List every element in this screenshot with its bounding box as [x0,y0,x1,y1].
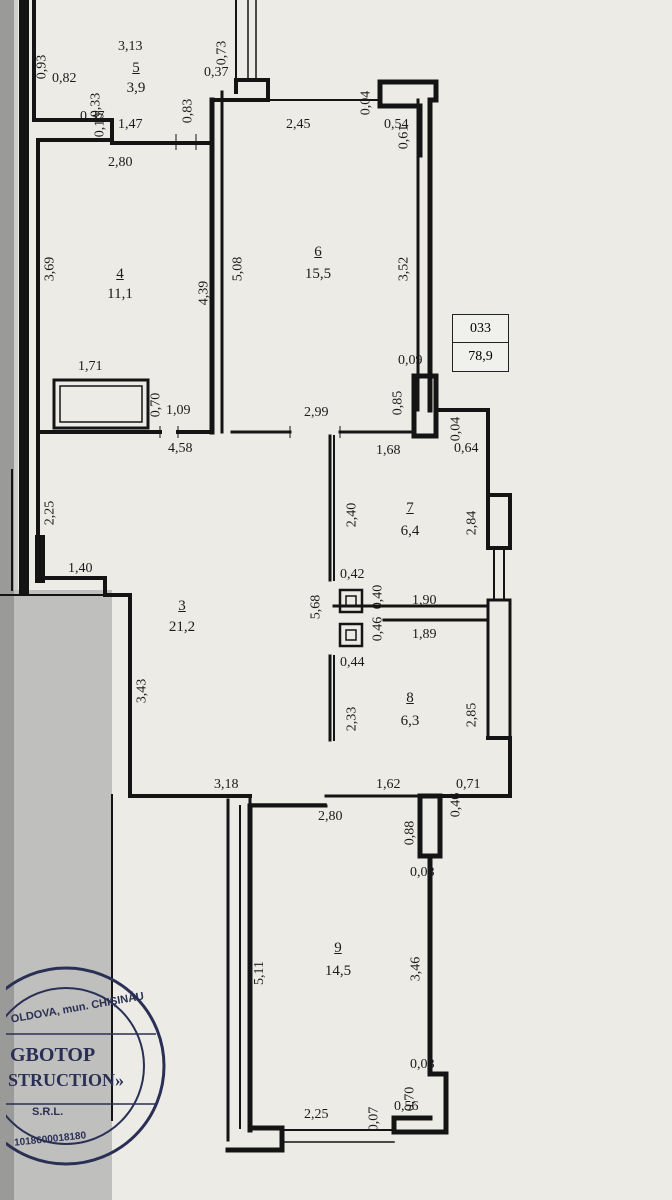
dim-label: 0,64 [454,441,479,456]
dim-label: 3,43 [134,678,150,704]
room-5-area: 3,9 [126,80,146,96]
dim-label: 0,40 [370,584,386,610]
dim-label: 0,82 [52,71,77,86]
dim-label: 2,25 [42,500,58,526]
room-3-number: 3 [178,598,186,614]
room-6-area: 15,5 [304,266,332,282]
dim-label: 0,08 [410,865,435,880]
plan-total-area: 78,9 [468,349,493,364]
dim-label: 0,56 [394,1099,419,1114]
dim-label: 0,70 [148,392,164,418]
dim-label: 2,80 [318,809,343,824]
dim-label: 2,40 [344,502,360,528]
dim-label: 3,18 [214,777,239,792]
dim-label: 1,89 [412,627,437,642]
dim-label: 0,42 [340,567,365,582]
room-7-area: 6,4 [400,523,420,539]
dim-label: 0,73 [214,40,230,66]
dim-label: 0,46 [448,792,464,818]
dim-label: 0,09 [398,353,423,368]
dim-label: 0,10 [92,112,108,138]
dim-label: 3,52 [396,256,412,282]
dim-label: 2,25 [304,1107,329,1122]
paper-sheet [18,0,672,1200]
dim-label: 0,46 [370,616,386,642]
plan-code: 033 [453,315,508,343]
dim-label: 1,71 [78,359,103,374]
stamp-seal [0,966,166,1166]
dim-label: 4,58 [168,441,193,456]
dim-label: 2,45 [286,117,311,132]
room-7-number: 7 [406,500,414,516]
stamp-line1: GBOTOP [10,1044,96,1066]
dim-label: 3,69 [42,256,58,282]
dim-label: 0,04 [448,416,464,442]
exterior-area [0,590,112,1200]
dim-label: 1,40 [68,561,93,576]
dim-label: 0,61 [396,124,412,150]
plan-summary-box: 033 78,9 [452,314,509,372]
dim-label: 1,47 [118,117,143,132]
dim-label: 0,44 [340,655,365,670]
paper-edge [0,0,14,1200]
dim-label: 2,99 [304,405,329,420]
dim-label: 3,13 [118,39,143,54]
room-9-number: 9 [334,940,342,956]
dim-label: 1,90 [412,593,437,608]
dim-label: 5,68 [308,594,324,620]
dim-label: 2,33 [344,706,360,732]
stamp-line2: STRUCTION» [8,1070,125,1090]
dim-label: 0,88 [402,820,418,846]
dim-label: 0,71 [456,777,481,792]
dim-label: 5,11 [251,961,267,985]
dim-label: 0,83 [180,98,196,124]
room-8-number: 8 [406,690,414,706]
dim-label: 3,46 [408,956,424,982]
dim-label: 0,07 [366,1106,382,1132]
dim-label: 1,68 [376,443,401,458]
dim-label: 0,37 [80,109,105,124]
dim-label: 0,93 [34,54,50,80]
dim-label: 1,62 [376,777,401,792]
dim-label: 0,04 [358,90,374,116]
dim-label: 5,08 [230,256,246,282]
company-stamp: OLDOVA, mun. CHIȘINĂU GBOTOP STRUCTION» … [0,966,166,1166]
dimension-ticks [159,134,341,438]
room-4-area: 11,1 [107,286,133,302]
dim-label: 2,85 [464,702,480,728]
room-8-area: 6,3 [400,713,420,729]
dim-label: 2,80 [108,155,133,170]
dim-label: 2,84 [464,510,480,536]
dim-label: 0,54 [384,117,409,132]
room-6-number: 6 [314,244,322,260]
dim-label: 4,39 [196,280,212,306]
room-3-area: 21,2 [168,619,196,635]
walls [0,0,512,1153]
room-4-number: 4 [116,266,124,282]
dim-label: 0,85 [390,390,406,416]
dim-label: 0,08 [410,1057,435,1072]
room-5-number: 5 [132,60,140,76]
dim-label: 0,37 [204,65,229,80]
stamp-line3: S.R.L. [32,1106,64,1118]
dim-label: 1,09 [166,403,191,418]
room-9-area: 14,5 [324,963,352,979]
